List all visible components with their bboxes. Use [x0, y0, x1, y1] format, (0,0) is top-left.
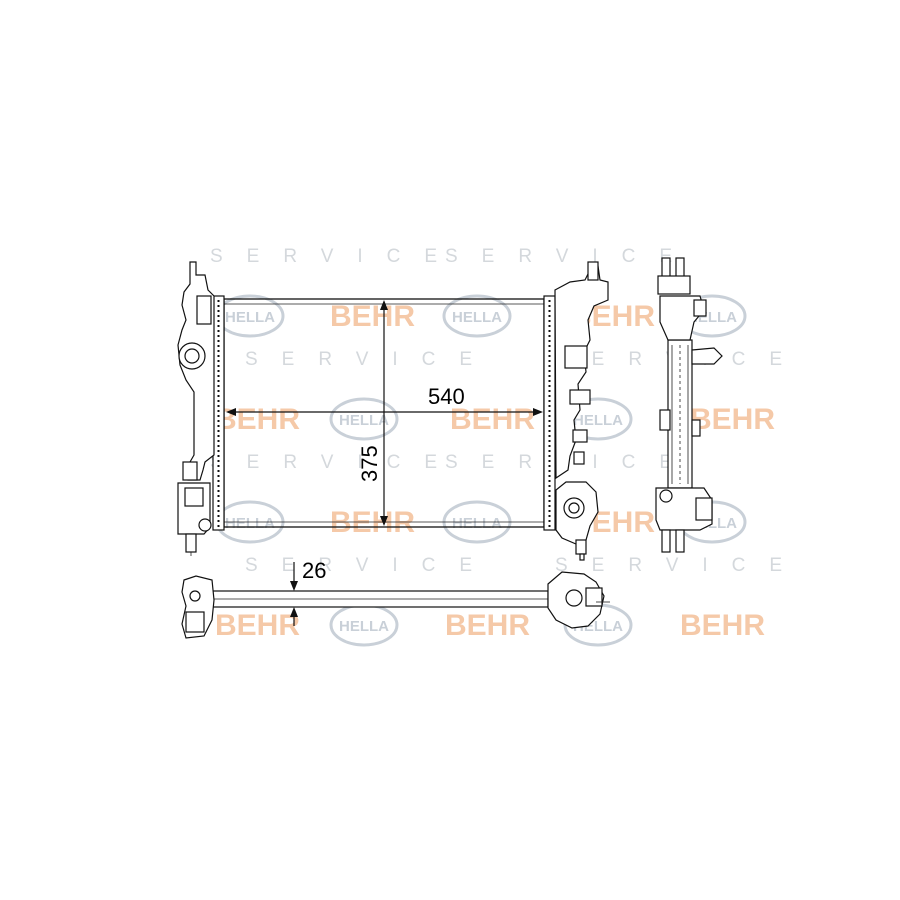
left-tank — [177, 261, 225, 556]
watermark-hella: HELLA — [339, 618, 389, 635]
watermark-service: SERVICE — [555, 555, 806, 576]
watermark-hella-oval — [442, 294, 512, 338]
watermark-service: SERVICE — [210, 246, 461, 267]
top-view: 26 — [181, 558, 610, 639]
watermark-service: SERVICE — [210, 452, 461, 473]
watermark-behr: BEHR — [330, 506, 415, 539]
watermark-hella: HELLA — [452, 309, 502, 326]
watermark-service-row-3: SERVICE SERVICE — [210, 452, 672, 473]
dimension-depth-label: 26 — [302, 558, 326, 583]
watermark-service: SERVICE — [245, 555, 496, 576]
arrowhead-bottom — [380, 516, 388, 526]
dimension-width-label: 540 — [428, 384, 465, 409]
watermark-behr: BEHR — [215, 403, 300, 436]
watermark-hella: HELLA — [452, 515, 502, 532]
arrowhead-depth-top — [290, 581, 298, 591]
watermark-hella: HELLA — [225, 515, 275, 532]
watermark-service: SERVICE — [245, 349, 496, 370]
watermark-brand-row-4: BEHR BEHR BEHR HELLA HELLA — [215, 603, 765, 647]
front-view: 540 375 — [177, 261, 609, 561]
watermark-service: SERVICE — [445, 246, 696, 267]
arrowhead-depth-bottom — [290, 607, 298, 617]
watermark-hella: HELLA — [573, 412, 623, 429]
dimension-height: 375 — [357, 300, 388, 526]
watermark-service-row-4: SERVICE SERVICE — [245, 555, 806, 576]
side-view — [655, 257, 723, 553]
watermark-behr: BEHR — [445, 609, 530, 642]
watermark-brand-row-1: BEHR BEHR HELLA HELLA HELLA — [215, 294, 747, 338]
watermark-behr: BEHR — [215, 609, 300, 642]
watermark-layer: SERVICE SERVICE SERVICE SERVICE SERVICE … — [210, 246, 806, 647]
watermark-hella: HELLA — [225, 309, 275, 326]
watermark-hella: HELLA — [339, 412, 389, 429]
watermark-behr: BEHR — [330, 300, 415, 333]
watermark-behr: BEHR — [450, 403, 535, 436]
dimension-height-label: 375 — [357, 445, 382, 482]
arrowhead-right — [533, 408, 543, 416]
watermark-behr: BEHR — [690, 403, 775, 436]
watermark-service-row-1: SERVICE SERVICE — [210, 246, 696, 267]
watermark-behr: BEHR — [680, 609, 765, 642]
arrowhead-top — [380, 300, 388, 310]
right-tank — [543, 261, 609, 561]
dimension-depth: 26 — [290, 558, 326, 626]
arrowhead-left — [226, 408, 236, 416]
watermark-service-row-2: SERVICE SERVICE — [245, 349, 782, 370]
watermark-hella-oval — [329, 397, 399, 441]
